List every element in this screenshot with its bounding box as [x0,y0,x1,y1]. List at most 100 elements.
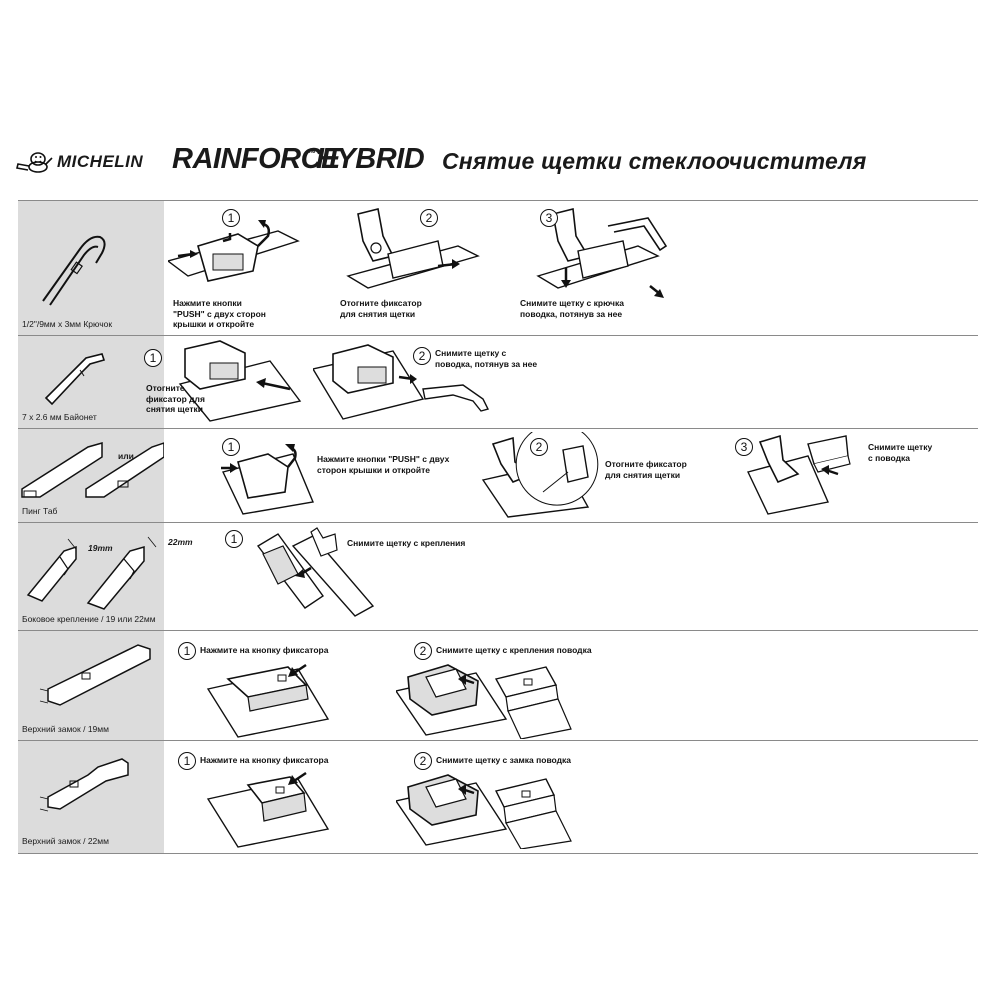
caption-line: Отогните фиксатор [605,459,687,469]
step-number: 2 [420,209,438,227]
caption-line: Снимите щетку [868,442,933,452]
caption-line: Снимите щетку с [435,348,507,358]
step-number: 1 [225,530,243,548]
row-label: 7 x 2.6 мм Байонет [22,412,97,422]
step-1: 1 Нажмите кнопки "PUSH" с двух сторон кр… [168,206,328,331]
press-button-illustration-icon [206,771,330,848]
remove-from-lock-illustration-icon [396,774,572,849]
caption-line: "PUSH" с двух сторон [173,308,266,319]
row-hook: 1/2"/9мм x 3мм Крючок 1 Нажмите кнопки "… [18,200,978,336]
row-side-panel: Верхний замок / 19мм [18,631,164,741]
step-caption: Отогните фиксатор для снятия щетки [605,459,687,480]
caption-line: поводка, потянув за нее [435,358,538,369]
remove-from-hook-illustration-icon [536,208,668,298]
caption-line: Нажмите кнопки [173,298,242,308]
step-number: 2 [414,642,432,660]
caption-line: с поводка [868,452,910,463]
step-caption: Нажмите на кнопку фиксатора [200,645,328,656]
caption-line: фиксатор для [146,393,205,404]
bayonet-adapter-icon [44,353,106,406]
row-label: Верхний замок / 19мм [22,724,109,734]
row-label: Боковое крепление / 19 или 22мм [22,614,156,624]
step-number: 1 [178,752,196,770]
top-lock-22-adapter-icon [39,758,129,812]
caption-line: Нажмите на кнопку фиксатора [200,645,329,655]
row-top-lock-22: Верхний замок / 22мм 1 Нажмите на кнопку… [18,740,978,854]
step-2: 2 Отогните фиксатор для снятия щетки [338,206,498,331]
dimension-22-label: 22mm [168,537,193,547]
caption-line: Отогните фиксатор [340,298,422,308]
step-2: 2 Снимите щетку с крепления поводка [396,639,776,739]
step-number: 3 [735,438,753,456]
caption-line: для снятия щетки [340,308,416,319]
step-caption: Снимите щетку с замка поводка [436,755,571,766]
caption-line: Снимите щетку с крепления поводка [436,645,592,655]
side-mount-adapter-icon [26,536,157,610]
caption-line: поводка, потянув за нее [520,308,623,319]
row-side-panel: 19mm 22mm Боковое крепление / 19 или 22м… [18,523,193,631]
michelin-man-logo-icon [16,152,53,173]
step-1: 1 Нажмите на кнопку фиксатора [178,749,388,849]
step-caption: Отогните фиксатор для снятия щетки [146,383,205,415]
step-number: 1 [222,209,240,227]
row-side-panel: Верхний замок / 22мм [18,741,164,853]
hook-adapter-icon [42,235,106,306]
step-number: 2 [530,438,548,456]
step-number: 3 [540,209,558,227]
caption-line: крышки и откройте [173,319,255,329]
caption-line: сторон крышки и откройте [317,464,430,475]
row-label: Пинг Таб [22,506,58,516]
unfold-latch-illustration-icon [178,340,302,422]
step-caption: Отогните фиксатор для снятия щетки [340,298,422,319]
caption-line: Снимите щетку с крепления [347,538,466,548]
row-side-mount: 19mm 22mm Боковое крепление / 19 или 22м… [18,522,978,631]
top-lock-19-adapter-icon [39,644,151,706]
step-caption: Снимите щетку с крепления [347,538,465,549]
row-side-panel: 1/2"/9мм x 3мм Крючок [18,201,164,336]
brand-name: MICHELIN [57,152,144,171]
step-1: 1 Отогните фиксатор для снятия щетки [140,339,310,427]
row-pin-tab: или Пинг Таб 1 Нажмите кнопки "PUSH" с д… [18,428,978,523]
pull-off-illustration-icon [313,344,490,420]
trademark-symbol: ™ [308,149,316,158]
press-button-illustration-icon [206,663,330,738]
caption-line: для снятия щетки [605,469,681,480]
caption-line: Отогните [146,383,185,393]
step-3: 3 Снимите щетку с крючка поводка, потяну… [518,206,688,331]
step-caption: Нажмите кнопки "PUSH" с двух сторон крыш… [173,298,266,330]
push-buttons-illustration-icon [168,220,300,282]
page-title: Снятие щетки стеклоочистителя [442,148,867,174]
caption-line: Нажмите кнопки "PUSH" с двух [317,454,450,464]
step-1: 1 Нажмите кнопки "PUSH" с двух сторон кр… [213,432,453,520]
row-bayonet: 7 x 2.6 мм Байонет 1 Отогните фиксатор д… [18,335,978,429]
step-2: 2 Снимите щетку с замка поводка [396,749,776,849]
product-subname: HYBRID [316,143,425,175]
step-caption: Нажмите на кнопку фиксатора [200,755,328,766]
caption-line: Снимите щетку с замка поводка [436,755,572,765]
product-name: RAINFORCE [172,143,340,175]
pin-tab-adapter-icon [21,442,164,498]
or-label: или [118,451,134,461]
step-number: 1 [222,438,240,456]
row-label: 1/2"/9мм x 3мм Крючок [22,319,113,329]
step-number: 2 [414,752,432,770]
step-1: 1 Снимите щетку с крепления [223,526,503,626]
caption-line: Нажмите на кнопку фиксатора [200,755,329,765]
page-header: MICHELIN RAINFORCE ™ HYBRID Снятие щетки… [14,140,994,184]
row-side-panel: или Пинг Таб [18,429,164,523]
row-side-panel: 7 x 2.6 мм Байонет [18,336,164,429]
step-2: 2 Отогните фиксатор для снятия щетки [473,432,713,520]
slide-off-side-mount-illustration-icon [256,527,375,617]
step-caption: Снимите щетку с крепления поводка [436,645,592,656]
step-caption: Снимите щетку с поводка, потянув за нее [435,348,537,369]
step-number: 2 [413,347,431,365]
caption-line: снятия щетки [146,404,203,414]
step-1: 1 Нажмите на кнопку фиксатора [178,639,388,739]
step-3: 3 Снимите щетку с поводка [728,432,968,520]
remove-from-lock-illustration-icon [396,664,572,739]
step-caption: Нажмите кнопки "PUSH" с двух сторон крыш… [317,454,449,475]
step-2: 2 Снимите щетку с поводка, потянув за не… [313,339,543,427]
unfold-latch-illustration-icon [346,208,480,289]
step-caption: Снимите щетку с крючка поводка, потянув … [520,298,624,319]
caption-line: Снимите щетку с крючка [520,298,624,308]
